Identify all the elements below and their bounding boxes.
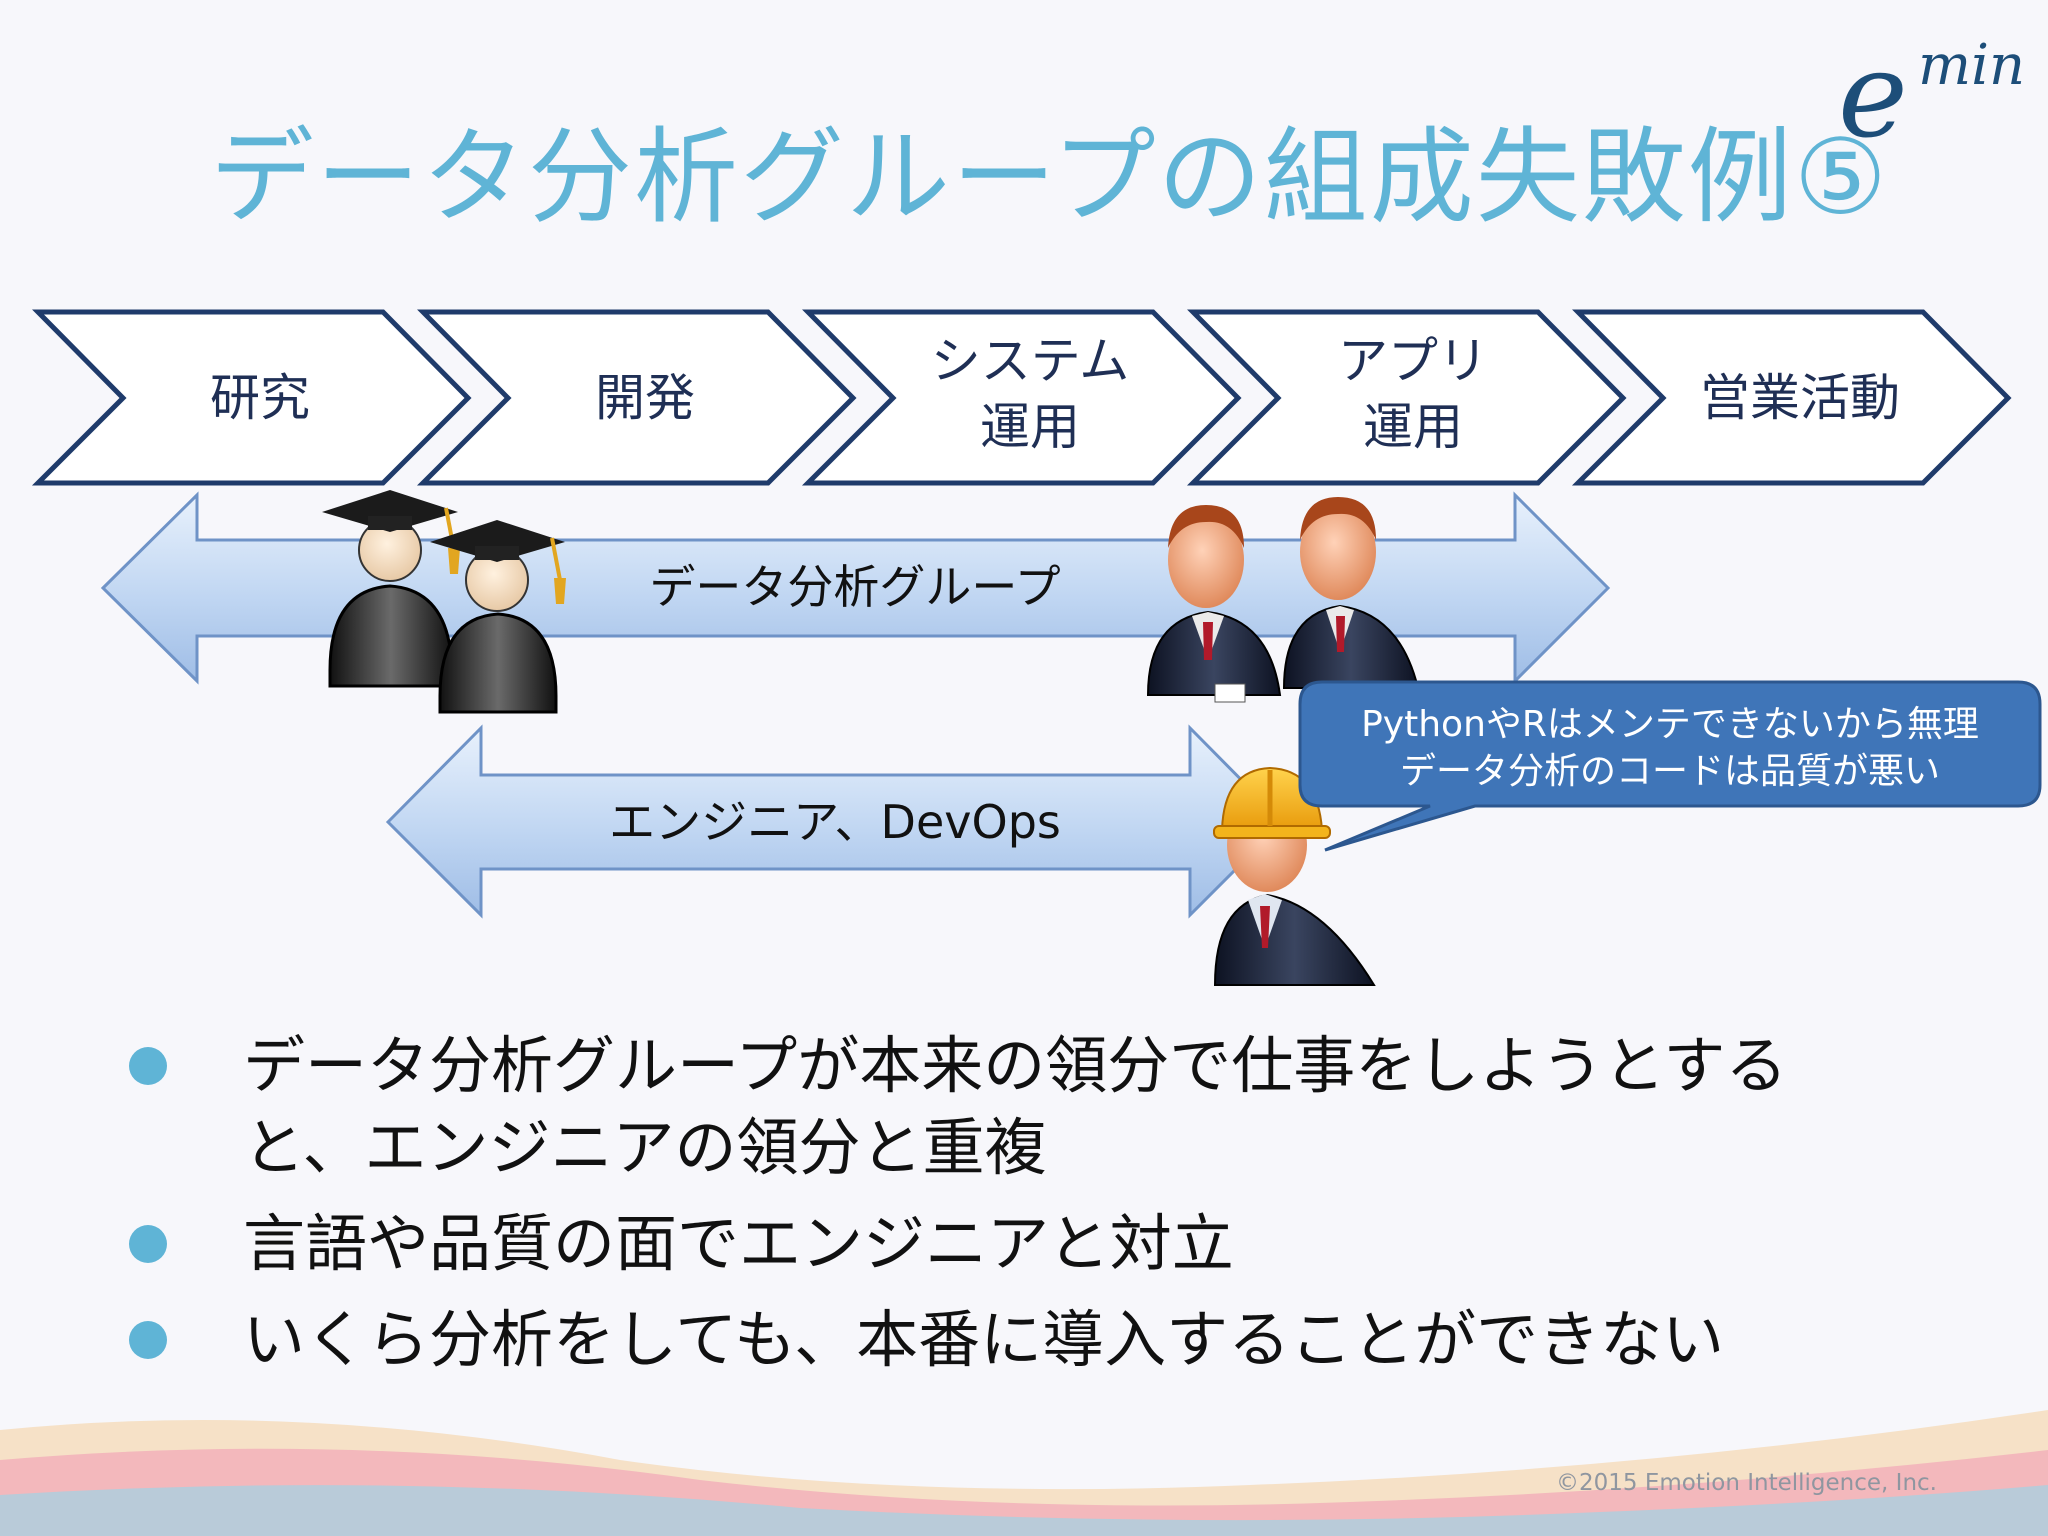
bullet-text: 言語や品質の面でエンジニアと対立	[243, 1207, 1234, 1280]
bullet-dot	[129, 1225, 167, 1263]
bullet-item: データ分析グループが本来の領分で仕事をしようとすると、エンジニアの領分と重複	[125, 1025, 1905, 1189]
chevron-label-app-ops: 運用	[1363, 398, 1463, 456]
decorative-wave	[0, 1410, 2048, 1536]
engineers-arrow-label: エンジニア、DevOps	[609, 795, 1061, 849]
chevron-development	[416, 309, 857, 486]
bullet-item: 言語や品質の面でエンジニアと対立	[125, 1203, 1905, 1285]
chevron-label-research: 研究	[210, 369, 310, 427]
chevron-label-system: システム	[931, 332, 1130, 390]
logo-e: e	[1838, 26, 1908, 164]
bullet-text: いくら分析をしても、本番に導入することができない	[243, 1303, 1725, 1376]
callout-line-1: PythonやRはメンテできないから無理	[1361, 704, 1979, 745]
logo-min: min	[1918, 33, 2026, 98]
bullet-list: データ分析グループが本来の領分で仕事をしようとすると、エンジニアの領分と重複 言…	[125, 1025, 1905, 1395]
page-title: データ分析グループの組成失敗例⑤	[210, 116, 1889, 238]
process-chevrons: 研究 開発 システム 運用 アプリ 運用 営業活動	[31, 309, 2012, 486]
chevron-label-sales: 営業活動	[1700, 369, 1900, 427]
businessman-icon	[1282, 497, 1420, 689]
chevron-label-system-ops: 運用	[980, 398, 1080, 456]
engineers-arrow: エンジニア、DevOps	[385, 724, 1286, 919]
bullet-text: データ分析グループが本来の領分で仕事をしようとすると、エンジニアの領分と重複	[243, 1029, 1788, 1184]
brand-logo: e min	[1838, 30, 2025, 154]
engineer-hardhat-icon	[1213, 766, 1376, 986]
chevron-system-ops	[801, 309, 1242, 486]
chevron-app-ops	[1186, 309, 1627, 486]
chevron-label-app: アプリ	[1338, 332, 1488, 390]
chevron-research	[31, 309, 472, 486]
callout-line-2: データ分析のコードは品質が悪い	[1400, 751, 1940, 792]
chevron-label-development: 開発	[595, 369, 695, 427]
graduate-icon	[322, 490, 460, 688]
objection-callout[interactable]: PythonやRはメンテできないから無理 データ分析のコードは品質が悪い	[1298, 680, 2042, 852]
bullet-item: いくら分析をしても、本番に導入することができない	[125, 1299, 1905, 1381]
bullet-dot	[129, 1321, 167, 1359]
chevron-sales	[1571, 309, 2012, 486]
data-group-arrow-label: データ分析グループ	[649, 560, 1060, 614]
businessman-icon	[1146, 505, 1282, 703]
bullet-dot	[129, 1047, 167, 1085]
graduate-icon	[430, 520, 566, 714]
copyright-footer: ©2015 Emotion Intelligence, Inc.	[1556, 1470, 1937, 1496]
